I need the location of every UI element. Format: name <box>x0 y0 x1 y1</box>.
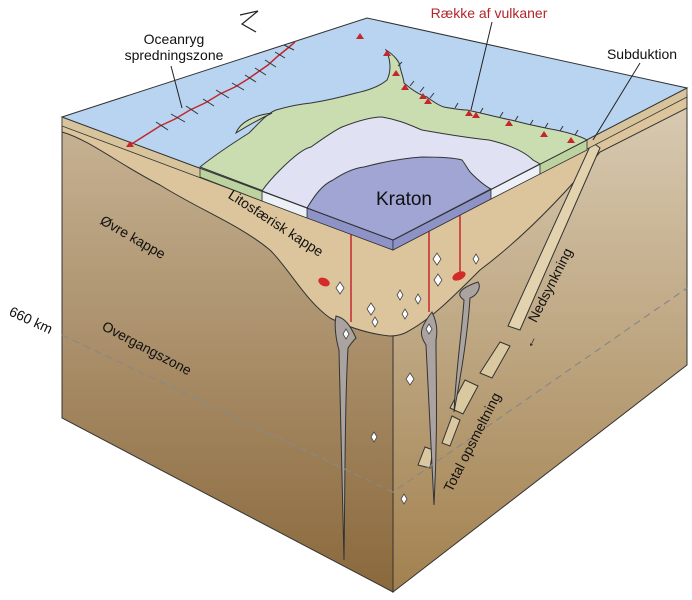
ridge-pointer-line <box>170 65 183 109</box>
ridge-volcano-icon <box>126 141 134 147</box>
subducting-slab-block <box>441 415 461 447</box>
volcano-row-label: Række af vulkaner <box>431 5 548 21</box>
ridge-label-line2: spredningszone <box>125 47 224 63</box>
volcano-icons <box>356 33 575 143</box>
diamonds <box>335 252 480 505</box>
volcano-pointer-line <box>470 21 493 111</box>
island <box>235 112 273 135</box>
mantle-plume <box>453 281 480 413</box>
magma-dikes <box>350 207 461 322</box>
mantle-plume <box>334 315 357 561</box>
660km-boundary-line <box>61 287 688 493</box>
spreading-ridge <box>129 41 296 146</box>
subduction-pointer-line <box>592 62 641 141</box>
craton <box>306 156 493 241</box>
trench-ticks <box>397 61 579 136</box>
north-arrow-icon <box>239 10 259 33</box>
subducting-slab <box>507 141 601 331</box>
magma-blob <box>452 271 466 281</box>
transform-faults <box>155 44 295 131</box>
magma-blob <box>318 277 330 287</box>
subduction-label: Subduktion <box>607 46 677 62</box>
mantle-plume <box>421 311 438 506</box>
depth-660-label: 660 km <box>7 303 55 337</box>
lithospheric-mantle <box>61 94 688 337</box>
craton-label: Kraton <box>376 189 432 210</box>
subducting-slab-block <box>479 341 511 379</box>
ridge-label-line1: Oceanryg <box>144 31 205 47</box>
subducting-slab-block <box>417 446 434 469</box>
sinking-arrow-icon: ← <box>520 331 541 351</box>
